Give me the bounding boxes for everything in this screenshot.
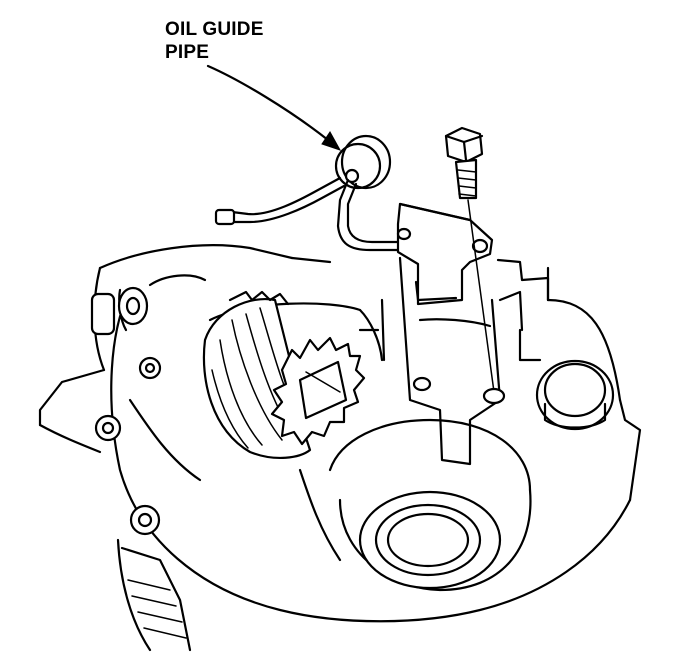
case-ribs [127,579,187,639]
oil-guide-pipe-label-line1: OIL GUIDE [165,19,264,40]
oil-guide-pipe [214,134,494,306]
oil-guide-pipe-label-line2: PIPE [165,42,210,63]
right-boss [518,328,615,431]
bearing-bore [298,418,532,592]
callout-leader-arrow [206,64,342,151]
transmission-case-outline [38,244,642,652]
bell-housing-rim [90,274,207,536]
flange-bolt [444,126,495,393]
oil-guide-pipe-label: OIL GUIDE PIPE [165,18,264,64]
internal-web [358,256,524,466]
side-gear [270,336,366,446]
